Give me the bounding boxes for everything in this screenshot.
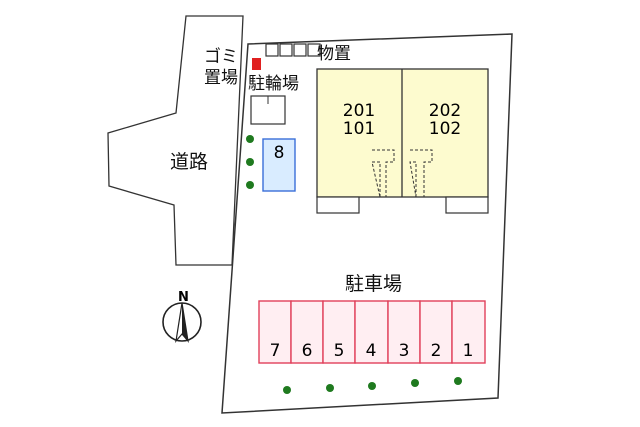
unit-101-label: 101 <box>343 119 375 139</box>
parking-space-6-label: 6 <box>302 341 313 361</box>
tree-icon <box>326 384 334 392</box>
garbage-label-line2: 置場 <box>204 68 238 88</box>
road-area <box>107 15 244 266</box>
parking-space-4-label: 4 <box>366 341 377 361</box>
parking-space-3-label: 3 <box>399 341 410 361</box>
tree-icon <box>283 386 291 394</box>
tree-icon <box>246 135 254 143</box>
tree-icon <box>454 377 462 385</box>
parking-space <box>258 300 292 364</box>
parking-space <box>290 300 324 364</box>
storage-label: 物置 <box>317 44 351 64</box>
parking-lot-label: 駐車場 <box>345 273 402 295</box>
road-label: 道路 <box>170 151 208 173</box>
parking-space-5-label: 5 <box>334 341 345 361</box>
tree-icon <box>411 379 419 387</box>
storage-sheds <box>265 43 321 57</box>
bicycle-parking-label: 駐輪場 <box>248 74 299 94</box>
parking-space <box>419 300 453 364</box>
tree-icon <box>246 181 254 189</box>
unit-102-label: 102 <box>429 119 461 139</box>
north-arrow-icon <box>162 302 202 343</box>
garbage-point-marker <box>252 58 261 70</box>
parking-space <box>451 300 486 364</box>
parking-space-8-label: 8 <box>274 143 285 163</box>
apartment-building <box>316 68 489 214</box>
tree-icon <box>246 158 254 166</box>
unit-201-label: 201 <box>343 101 375 121</box>
parking-spaces <box>258 300 486 364</box>
parking-space-7-label: 7 <box>270 341 281 361</box>
unit-202-label: 202 <box>429 101 461 121</box>
parking-space <box>387 300 421 364</box>
tree-icon <box>368 382 376 390</box>
garbage-label-line1: ゴミ <box>204 46 238 67</box>
north-label: N <box>178 290 189 305</box>
parking-space-1-label: 1 <box>463 341 474 361</box>
parking-space <box>354 300 389 364</box>
parking-space <box>322 300 356 364</box>
parking-space-2-label: 2 <box>431 341 442 361</box>
parking-space-8 <box>262 138 296 192</box>
